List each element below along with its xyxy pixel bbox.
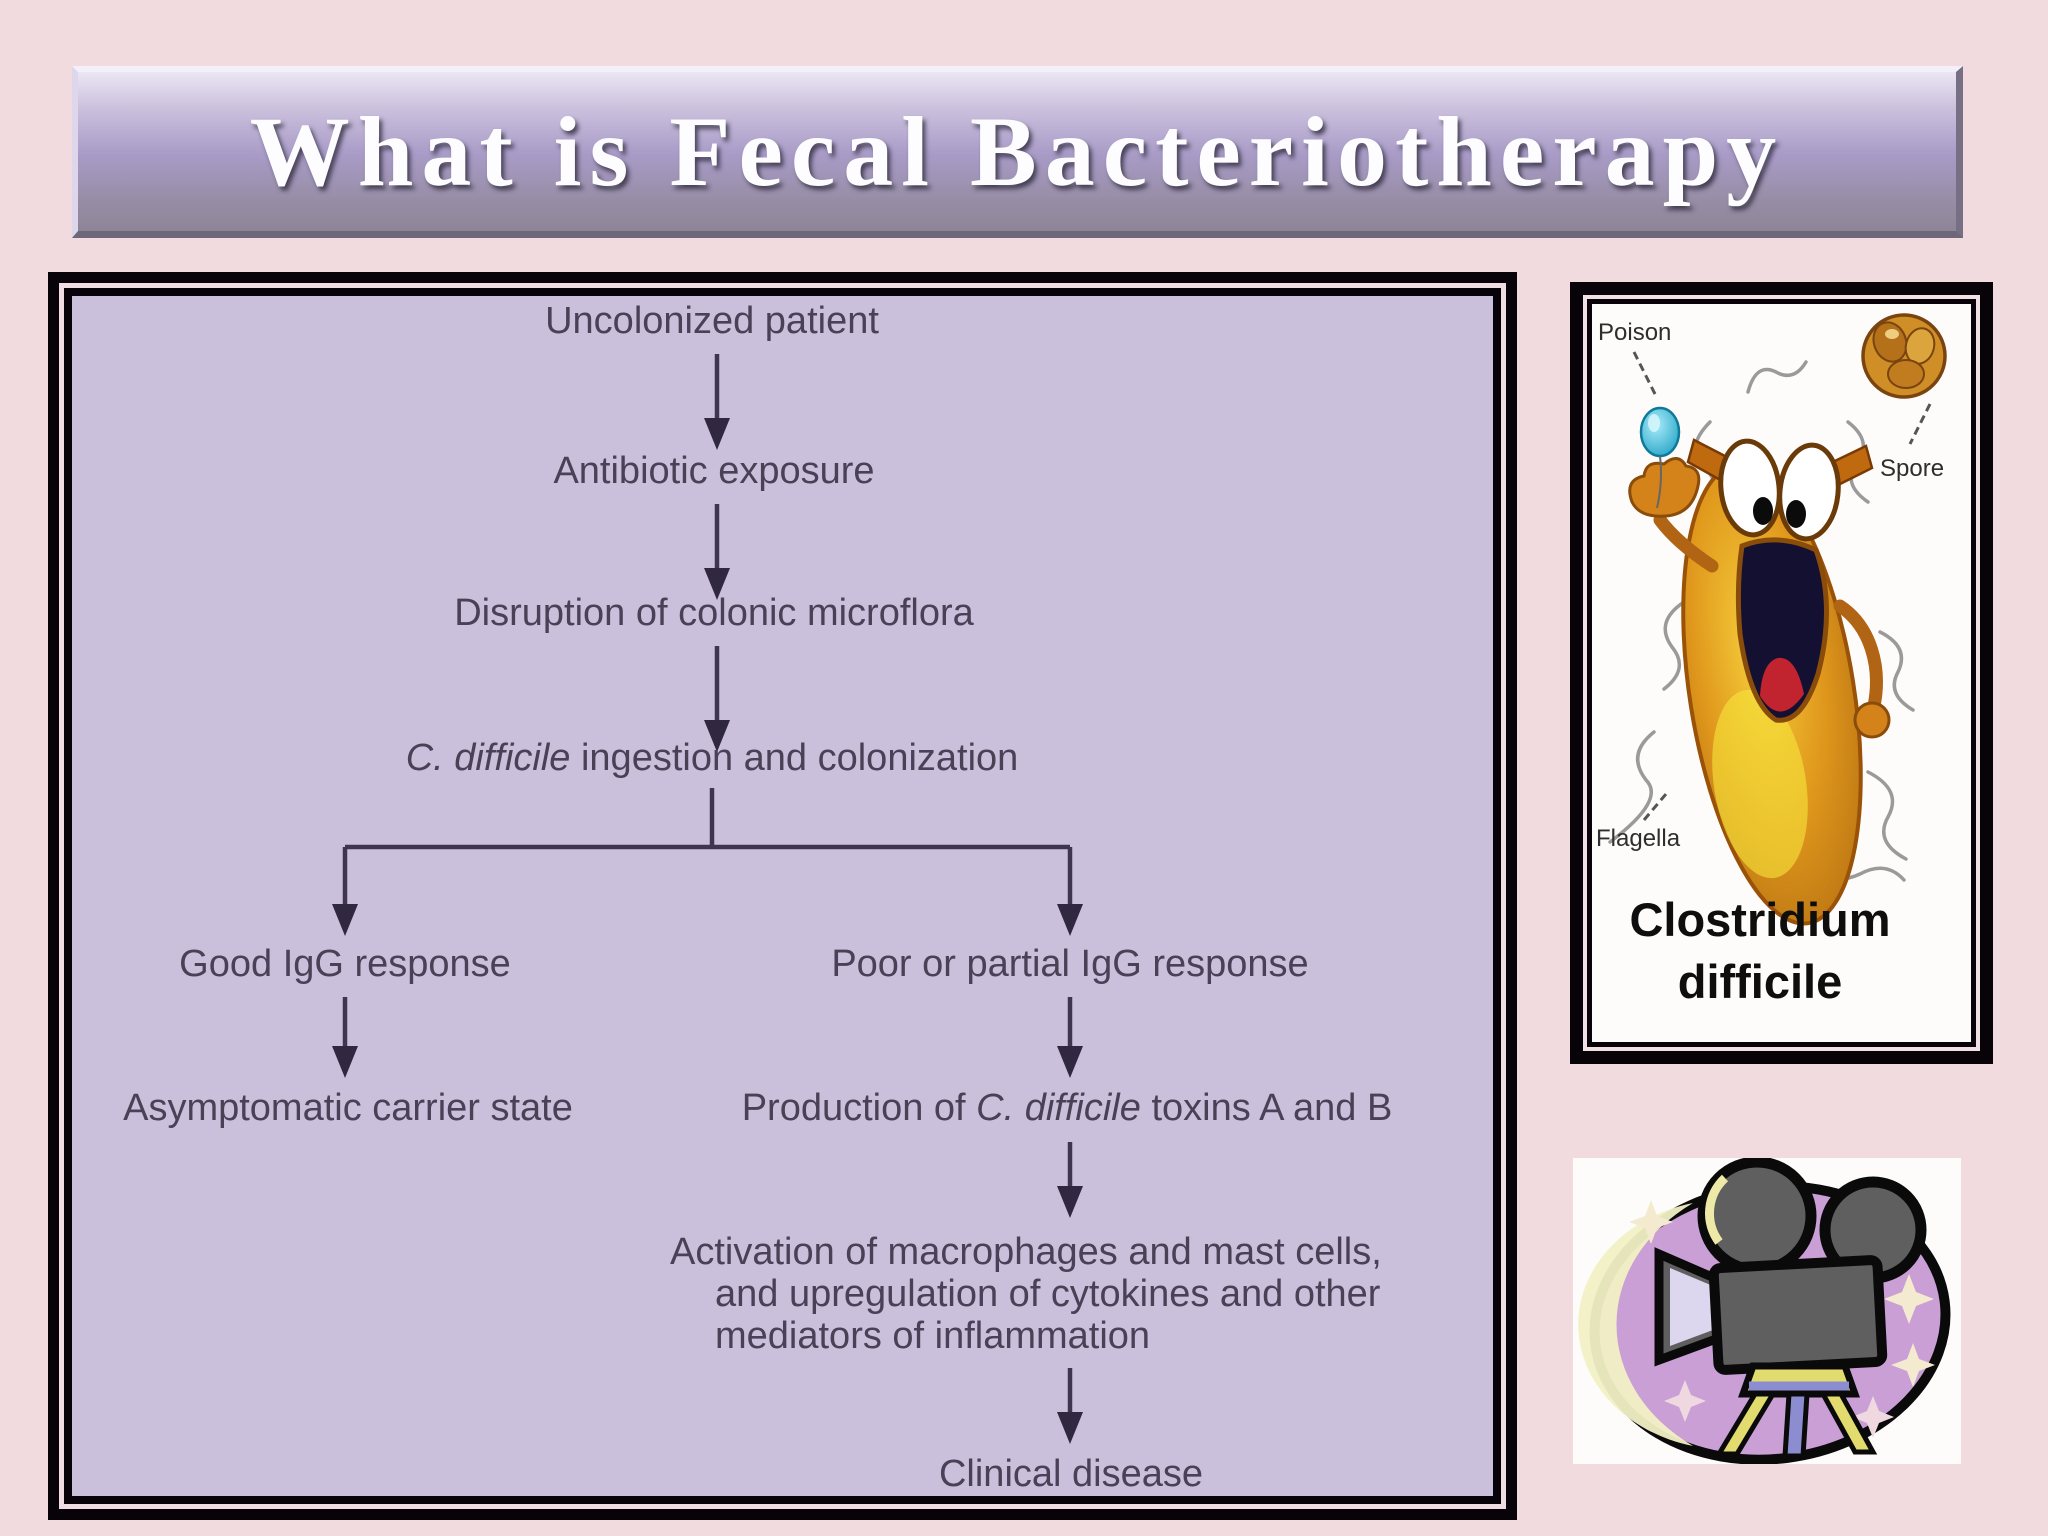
arrow-head-1 xyxy=(704,418,730,450)
ingestion-italic-part: C. difficile xyxy=(406,737,571,779)
poison-label: Poison xyxy=(1598,319,1671,346)
arrow-head-poor xyxy=(1057,1046,1083,1078)
star-icon xyxy=(1891,1343,1935,1387)
node-activation-line1: Activation of macrophages and mast cells… xyxy=(670,1231,1382,1273)
flagella-annotation: Flagella xyxy=(1596,793,1681,852)
cdiff-figure-frame: Poison Spore xyxy=(1570,282,1993,1064)
star-icon xyxy=(1664,1380,1706,1422)
blob-crescent xyxy=(1578,1203,1693,1446)
node-activation-line3: mediators of inflammation xyxy=(715,1315,1150,1357)
flowchart-frame-inner: Uncolonized patient Antibiotic exposure … xyxy=(64,288,1501,1504)
arrow-head-clinical xyxy=(1057,1412,1083,1444)
cdiff-figure-frame-inner: Poison Spore xyxy=(1587,299,1976,1047)
bacterium-face xyxy=(1686,438,1874,723)
production-italic-part: C. difficile xyxy=(976,1087,1141,1129)
branch-right-head xyxy=(1057,904,1083,936)
spore-lobe-3 xyxy=(1887,359,1925,389)
production-suffix-part: toxins A and B xyxy=(1141,1087,1392,1129)
stars xyxy=(1629,1200,1935,1438)
ingestion-rest-part: ingestion and colonization xyxy=(570,737,1018,779)
spore-pointer-line xyxy=(1908,403,1932,445)
spore-annotation: Spore xyxy=(1861,313,1947,482)
node-good-igg: Good IgG response xyxy=(179,943,511,985)
right-arm xyxy=(1833,599,1883,713)
node-poor-igg: Poor or partial IgG response xyxy=(831,943,1308,985)
tripod-legs xyxy=(1714,1391,1878,1459)
node-asymptomatic-carrier: Asymptomatic carrier state xyxy=(123,1087,573,1129)
poison-string xyxy=(1656,455,1662,509)
right-hand xyxy=(1853,701,1891,739)
star-icon xyxy=(1884,1274,1934,1324)
left-hand xyxy=(1628,457,1701,518)
movie-clipart xyxy=(1573,1158,1961,1464)
production-prefix-part: Production of xyxy=(742,1087,976,1129)
node-ingestion-colonization: C. difficile ingestion and colonization xyxy=(406,737,1019,779)
bacterium-glow xyxy=(1712,689,1808,879)
cdiff-caption-line2: difficile xyxy=(1678,955,1843,1008)
arrow-head-good xyxy=(332,1046,358,1078)
spore-highlight xyxy=(1885,329,1899,339)
reel-highlight xyxy=(1705,1174,1729,1245)
tripod-leg-middle xyxy=(1782,1391,1810,1459)
open-mouth xyxy=(1735,537,1829,723)
node-uncolonized-patient: Uncolonized patient xyxy=(545,300,879,342)
tripod-leg-right xyxy=(1818,1391,1878,1455)
poison-annotation: Poison xyxy=(1598,319,1681,509)
poison-balloon-highlight xyxy=(1648,414,1660,432)
movie-camera-drawing xyxy=(1578,1158,1951,1464)
node-activation-line2: and upregulation of cytokines and other xyxy=(715,1273,1381,1315)
left-pupil xyxy=(1753,497,1773,525)
branch-left-head xyxy=(332,904,358,936)
arrow-head-3 xyxy=(704,720,730,752)
node-antibiotic-exposure: Antibiotic exposure xyxy=(553,450,874,492)
tongue xyxy=(1760,657,1804,712)
node-clinical-disease: Clinical disease xyxy=(939,1453,1203,1495)
arrow-head-production xyxy=(1057,1186,1083,1218)
star-icon xyxy=(1852,1396,1894,1438)
arrow-head-2 xyxy=(704,568,730,600)
flowchart-diagram: Uncolonized patient Antibiotic exposure … xyxy=(123,300,1393,1495)
star-icon xyxy=(1629,1200,1673,1244)
poison-pointer-line xyxy=(1632,351,1658,397)
spore-label: Spore xyxy=(1880,455,1944,482)
right-pupil xyxy=(1786,500,1806,528)
right-eye xyxy=(1777,442,1841,542)
title-banner: What is Fecal Bacteriotherapy xyxy=(72,66,1963,238)
cdiff-cartoon: Poison Spore xyxy=(1596,313,1947,1008)
node-disruption-microflora: Disruption of colonic microflora xyxy=(454,592,974,634)
lens-cone-inner xyxy=(1670,1268,1713,1346)
cdiff-caption-line1: Clostridium xyxy=(1629,893,1890,946)
flowchart-frame: Uncolonized patient Antibiotic exposure … xyxy=(48,272,1517,1520)
left-arm xyxy=(1653,513,1719,573)
flagella-pointer-line xyxy=(1642,793,1668,821)
flagella-label: Flagella xyxy=(1596,825,1681,852)
camera-body xyxy=(1708,1255,1888,1375)
bacterium-arms xyxy=(1628,457,1891,739)
node-toxin-production: Production of C. difficile toxins A and … xyxy=(742,1087,1393,1129)
tripod-leg-left xyxy=(1714,1391,1778,1457)
poison-balloon xyxy=(1639,406,1681,458)
page-title: What is Fecal Bacteriotherapy xyxy=(249,96,1785,207)
movie-camera xyxy=(1654,1158,1927,1459)
